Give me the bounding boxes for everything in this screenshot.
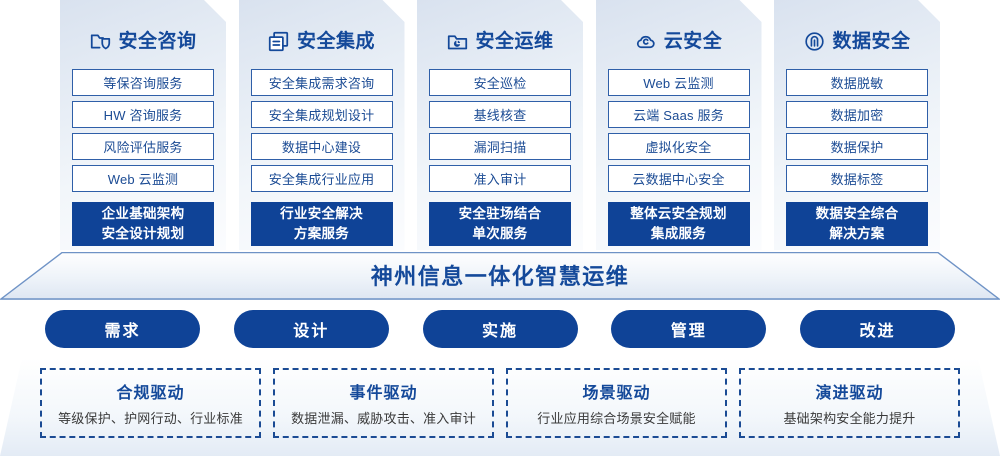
service-item-list: Web 云监测 云端 Saas 服务 虚拟化安全 云数据中心安全 整体云安全规划… xyxy=(608,69,750,246)
service-item[interactable]: 风险评估服务 xyxy=(72,133,214,160)
driver-title: 事件驱动 xyxy=(349,385,418,402)
driver-box-incident[interactable]: 事件驱动 数据泄漏、威胁攻击、准入审计 xyxy=(273,368,494,438)
phase-pill-implementation[interactable]: 实施 xyxy=(422,310,578,348)
service-item[interactable]: 数据加密 xyxy=(786,101,928,128)
fingerprint-icon xyxy=(803,30,825,52)
pillar-card-security-operations[interactable]: 安全运维 安全巡检 基线核查 漏洞扫描 准入审计 安全驻场结合 单次服务 xyxy=(417,0,583,250)
platform-banner: 神州信息一体化智慧运维 xyxy=(0,252,1000,300)
pillar-card-cloud-security[interactable]: 云安全 Web 云监测 云端 Saas 服务 虚拟化安全 云数据中心安全 整体云… xyxy=(596,0,762,250)
highlight-solution[interactable]: 企业基础架构 安全设计规划 xyxy=(72,202,214,246)
service-item-list: 安全巡检 基线核查 漏洞扫描 准入审计 安全驻场结合 单次服务 xyxy=(429,69,571,246)
service-item[interactable]: 漏洞扫描 xyxy=(429,133,571,160)
service-item[interactable]: 虚拟化安全 xyxy=(608,133,750,160)
card-title: 安全运维 xyxy=(475,30,554,52)
card-title: 安全咨询 xyxy=(118,30,197,52)
highlight-line-2: 解决方案 xyxy=(829,226,885,241)
service-item[interactable]: 等保咨询服务 xyxy=(72,69,214,96)
card-header: 数据安全 xyxy=(803,26,910,56)
highlight-line-1: 行业安全解决 xyxy=(280,206,363,222)
pillar-card-security-consulting[interactable]: 安全咨询 等保咨询服务 HW 咨询服务 风险评估服务 Web 云监测 企业基础架… xyxy=(60,0,226,250)
service-item[interactable]: 基线核查 xyxy=(429,101,571,128)
card-title: 数据安全 xyxy=(832,30,911,52)
highlight-line-2: 安全设计规划 xyxy=(101,226,185,241)
service-item[interactable]: HW 咨询服务 xyxy=(72,101,214,128)
folder-chart-icon xyxy=(446,30,468,52)
card-header: 云安全 xyxy=(635,26,723,56)
drivers-row: 合规驱动 等级保护、护网行动、行业标准 事件驱动 数据泄漏、威胁攻击、准入审计 … xyxy=(0,358,1000,456)
phase-pill-requirements[interactable]: 需求 xyxy=(45,310,200,348)
highlight-solution[interactable]: 行业安全解决 方案服务 xyxy=(251,202,393,246)
card-header: 安全集成 xyxy=(268,26,375,56)
service-item[interactable]: 云端 Saas 服务 xyxy=(608,101,750,128)
driver-title: 场景驱动 xyxy=(582,385,651,402)
service-item[interactable]: 安全集成规划设计 xyxy=(251,101,393,128)
driver-box-scenario[interactable]: 场景驱动 行业应用综合场景安全赋能 xyxy=(506,368,727,438)
highlight-line-2: 集成服务 xyxy=(650,226,707,241)
driver-box-evolution[interactable]: 演进驱动 基础架构安全能力提升 xyxy=(739,368,960,438)
pillar-cards-row: 安全咨询 等保咨询服务 HW 咨询服务 风险评估服务 Web 云监测 企业基础架… xyxy=(0,0,1000,250)
phase-pill-improvement[interactable]: 改进 xyxy=(800,310,955,348)
platform-banner-title: 神州信息一体化智慧运维 xyxy=(370,264,630,289)
drivers-container xyxy=(0,358,1000,456)
card-header: 安全咨询 xyxy=(89,26,196,56)
service-item[interactable]: Web 云监测 xyxy=(608,69,750,96)
phase-pill-management[interactable]: 管理 xyxy=(611,310,767,348)
driver-subtitle: 数据泄漏、威胁攻击、准入审计 xyxy=(291,411,476,426)
driver-subtitle: 行业应用综合场景安全赋能 xyxy=(537,411,696,426)
highlight-line-2: 单次服务 xyxy=(472,226,528,241)
pillar-card-security-integration[interactable]: 安全集成 安全集成需求咨询 安全集成规划设计 数据中心建设 安全集成行业应用 行… xyxy=(239,0,405,250)
card-title: 云安全 xyxy=(663,30,723,52)
service-item[interactable]: 准入审计 xyxy=(429,165,571,192)
driver-subtitle: 基础架构安全能力提升 xyxy=(783,411,916,426)
service-item[interactable]: 数据标签 xyxy=(786,165,928,192)
card-header: 安全运维 xyxy=(446,26,553,56)
highlight-solution[interactable]: 数据安全综合 解决方案 xyxy=(786,202,928,246)
pillar-card-data-security[interactable]: 数据安全 数据脱敏 数据加密 数据保护 数据标签 数据安全综合 解决方案 xyxy=(774,0,940,250)
phase-pill-design[interactable]: 设计 xyxy=(233,310,389,348)
service-item[interactable]: 安全巡检 xyxy=(429,69,571,96)
highlight-solution[interactable]: 安全驻场结合 单次服务 xyxy=(429,202,571,246)
highlight-line-1: 整体云安全规划 xyxy=(630,206,727,222)
driver-box-compliance[interactable]: 合规驱动 等级保护、护网行动、行业标准 xyxy=(40,368,261,438)
service-item[interactable]: 安全集成行业应用 xyxy=(251,165,393,192)
service-item-list: 数据脱敏 数据加密 数据保护 数据标签 数据安全综合 解决方案 xyxy=(786,69,928,246)
lifecycle-phase-row: 需求 设计 实施 管理 改进 xyxy=(0,310,1000,350)
service-item-list: 安全集成需求咨询 安全集成规划设计 数据中心建设 安全集成行业应用 行业安全解决… xyxy=(251,69,393,246)
service-item[interactable]: Web 云监测 xyxy=(72,165,214,192)
card-title: 安全集成 xyxy=(296,30,375,52)
service-item[interactable]: 数据脱敏 xyxy=(786,69,928,96)
driver-subtitle: 等级保护、护网行动、行业标准 xyxy=(58,411,243,426)
highlight-line-1: 企业基础架构 xyxy=(101,206,185,222)
service-item[interactable]: 数据中心建设 xyxy=(251,133,393,160)
service-item[interactable]: 云数据中心安全 xyxy=(608,165,750,192)
highlight-line-1: 安全驻场结合 xyxy=(458,206,542,222)
service-item[interactable]: 安全集成需求咨询 xyxy=(251,69,393,96)
service-item-list: 等保咨询服务 HW 咨询服务 风险评估服务 Web 云监测 企业基础架构 安全设… xyxy=(72,69,214,246)
stacked-documents-icon xyxy=(268,30,290,52)
folder-shield-icon xyxy=(89,30,111,52)
driver-title: 合规驱动 xyxy=(116,385,185,402)
cloud-icon xyxy=(635,30,657,52)
service-item[interactable]: 数据保护 xyxy=(786,133,928,160)
highlight-line-1: 数据安全综合 xyxy=(815,206,899,222)
highlight-line-2: 方案服务 xyxy=(293,226,350,241)
highlight-solution[interactable]: 整体云安全规划 集成服务 xyxy=(608,202,750,246)
driver-title: 演进驱动 xyxy=(815,385,884,402)
